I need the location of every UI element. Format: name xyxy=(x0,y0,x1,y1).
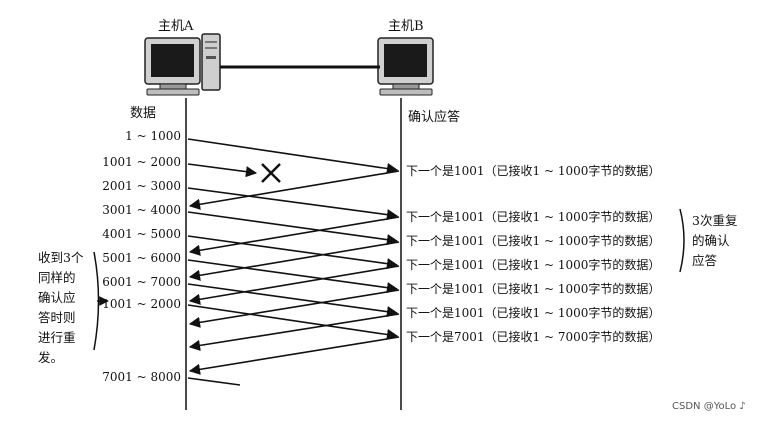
segment-label: 7001 ~ 8000 xyxy=(102,370,181,384)
segment-arrow xyxy=(187,377,241,386)
cross-mark-icon xyxy=(261,163,281,183)
ack-labels: 下一个是1001（已接收1 ~ 1000字节的数据） 下一个是1001（已接收1… xyxy=(406,163,660,344)
ack-arrow xyxy=(188,313,400,351)
host-b-computer: 主机B xyxy=(377,19,434,96)
note-line: 的确认 xyxy=(692,233,730,248)
right-bracket xyxy=(679,208,685,273)
segment-arrow xyxy=(187,283,399,318)
desktop-computer-icon xyxy=(377,37,434,96)
segment-label: 6001 ~ 7000 xyxy=(102,275,181,289)
note-line: 收到3个 xyxy=(38,250,84,265)
segment-label: 1001 ~ 2000 xyxy=(102,155,181,169)
watermark: CSDN @YoLo ♪ xyxy=(672,401,746,412)
ack-label: 下一个是1001（已接收1 ~ 1000字节的数据） xyxy=(406,209,660,224)
note-line: 答时则 xyxy=(38,310,76,325)
segment-label: 2001 ~ 3000 xyxy=(102,179,181,193)
ack-column-header: 确认应答 xyxy=(408,109,460,125)
ack-label: 下一个是1001（已接收1 ~ 1000字节的数据） xyxy=(406,233,660,248)
ack-arrow xyxy=(188,289,400,328)
segment-labels: 1 ~ 1000 1001 ~ 2000 2001 ~ 3000 3001 ~ … xyxy=(102,129,181,384)
ack-label: 下一个是1001（已接收1 ~ 1000字节的数据） xyxy=(406,281,660,296)
note-line: 应答 xyxy=(692,253,718,268)
ack-arrow xyxy=(188,336,400,375)
note-line: 进行重 xyxy=(38,330,76,345)
segment-arrow xyxy=(187,187,399,221)
segment-arrow xyxy=(187,259,399,294)
host-b-label: 主机B xyxy=(388,19,424,34)
segment-arrow xyxy=(187,211,399,246)
host-a-computer: 主机A xyxy=(144,19,221,96)
note-line: 确认应 xyxy=(38,290,76,305)
ack-arrow xyxy=(188,241,400,281)
ack-label: 下一个是1001（已接收1 ~ 1000字节的数据） xyxy=(406,305,660,320)
segment-label: 1001 ~ 2000 xyxy=(102,297,181,311)
ack-label: 下一个是7001（已接收1 ~ 7000字节的数据） xyxy=(406,329,660,344)
fast-retransmit-note: 收到3个 同样的 确认应 答时则 进行重 发。 xyxy=(38,250,109,365)
ack-arrow xyxy=(188,216,400,256)
duplicate-ack-note: 3次重复 的确认 应答 xyxy=(679,208,738,273)
segment-label: 1 ~ 1000 xyxy=(125,129,181,143)
segment-arrow xyxy=(187,138,399,175)
retransmit-arrow xyxy=(187,304,399,341)
ack-arrows xyxy=(188,170,400,375)
ack-arrow xyxy=(188,170,400,210)
note-line: 同样的 xyxy=(38,270,76,285)
ack-label: 下一个是1001（已接收1 ~ 1000字节的数据） xyxy=(406,163,660,178)
lost-segment-arrow xyxy=(187,163,258,178)
ack-label: 下一个是1001（已接收1 ~ 1000字节的数据） xyxy=(406,257,660,272)
data-column-header: 数据 xyxy=(130,106,156,121)
segment-arrow xyxy=(187,235,399,270)
segment-label: 3001 ~ 4000 xyxy=(102,203,181,217)
segment-label: 5001 ~ 6000 xyxy=(102,251,181,265)
note-line: 发。 xyxy=(38,350,63,365)
ack-arrow xyxy=(188,265,400,305)
note-line: 3次重复 xyxy=(692,213,738,228)
segment-label: 4001 ~ 5000 xyxy=(102,227,181,241)
desktop-computer-icon xyxy=(144,33,221,96)
host-a-label: 主机A xyxy=(158,19,194,34)
data-arrows xyxy=(187,138,399,386)
